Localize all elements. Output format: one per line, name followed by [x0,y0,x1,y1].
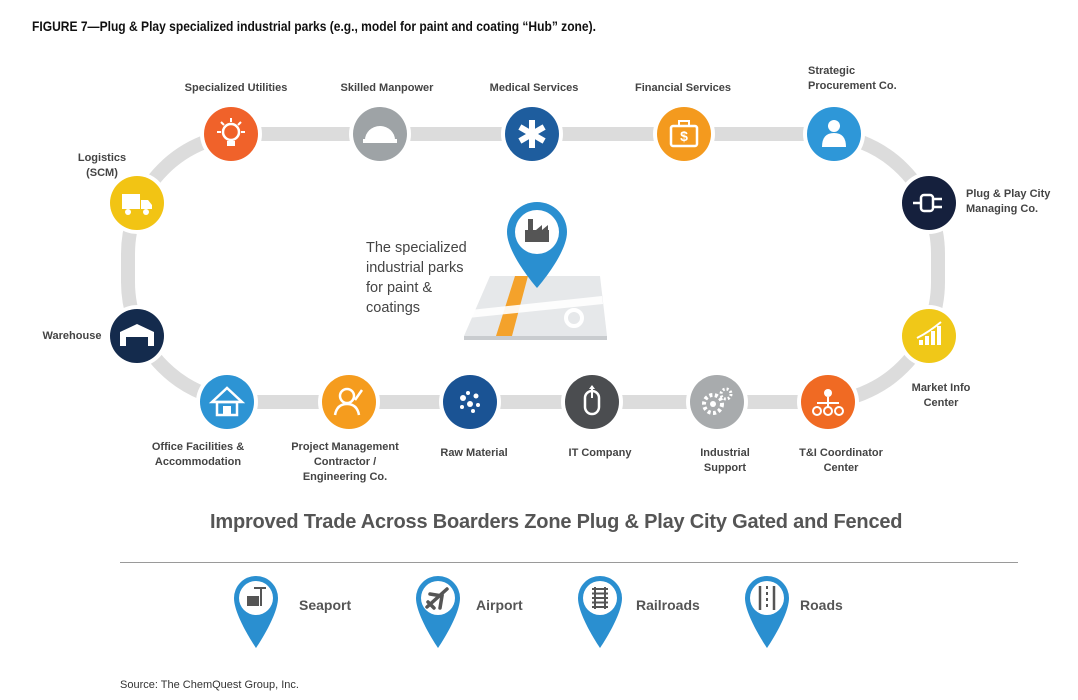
node-label-project-management: Project Management Contractor / Engineer… [291,441,399,483]
node-label-skilled-manpower: Skilled Manpower [340,82,434,94]
node-plug-play-city [898,172,960,234]
node-label-warehouse: Warehouse [42,330,102,342]
figure-title: FIGURE 7—Plug & Play specialized industr… [32,18,596,34]
transport-label-railroads: Railroads [636,597,700,613]
transport-pin-railroads [578,576,622,648]
center-map-tile [464,276,607,340]
plug-icon [913,193,942,213]
node-label-specialized-utilities: Specialized Utilities [184,82,288,94]
node-label-strategic-procurement: Strategic Procurement Co. [808,65,897,92]
procurement-person-icon [822,120,846,147]
svg-text:$: $ [680,128,688,144]
briefcase-dollar-icon: $ [669,120,699,148]
port-crane-icon [247,587,266,606]
node-project-management [318,371,380,433]
node-warehouse [106,305,168,367]
transport-label-seaport: Seaport [299,597,352,613]
transport-pin-seaport [234,576,278,648]
node-label-it-company: IT Company [568,447,632,459]
node-office-facilities [196,371,258,433]
node-label-industrial-support: Industrial Support [700,447,750,474]
road-icon [758,586,776,610]
node-medical-services [501,103,563,165]
node-label-raw-material: Raw Material [440,447,508,459]
node-skilled-manpower [349,103,411,165]
house-icon [208,386,246,417]
mouse-icon [583,385,601,416]
node-financial-services: $ [653,103,715,165]
node-label-plug-play-city: Plug & Play City Managing Co. [966,188,1051,215]
node-logistics [106,172,168,234]
source-note: Source: The ChemQuest Group, Inc. [120,679,299,691]
node-label-market-info: Market Info Center [911,382,971,409]
transport-label-roads: Roads [800,597,843,613]
hard-hat-icon [363,126,397,143]
transport-label-airport: Airport [476,597,523,613]
engineer-icon [333,387,364,416]
transport-pin-roads [745,576,789,648]
truck-icon [122,194,152,215]
node-tki-coordinator [797,371,859,433]
gears-icon [702,387,733,415]
divider-line [120,562,1018,563]
node-label-financial-services: Financial Services [635,82,731,94]
molecules-icon [460,391,480,413]
growth-chart-icon [916,321,942,345]
medical-star-icon [518,120,546,148]
light-bulb-icon [217,118,245,146]
node-strategic-procurement [803,103,865,165]
railroad-icon [592,587,608,609]
gated-zone-heading: Improved Trade Across Boarders Zone Plug… [210,511,903,533]
node-market-info [898,305,960,367]
node-label-office-facilities: Office Facilities & Accommodation [151,441,245,468]
airplane-icon [425,587,449,610]
transport-pin-airport [416,576,460,648]
node-label-medical-services: Medical Services [489,82,579,94]
factory-icon [525,219,549,242]
node-label-tki-coordinator: T&I Coordinator Center [799,447,883,474]
node-it-company [561,371,623,433]
node-raw-material [439,371,501,433]
network-tree-icon [812,389,844,416]
node-industrial-support [686,371,748,433]
center-description: The specialized industrial parks for pai… [366,240,467,316]
center-location-pin [507,202,567,288]
node-label-logistics: Logistics (SCM) [77,152,127,179]
warehouse-icon [120,324,154,346]
node-specialized-utilities [200,103,262,165]
